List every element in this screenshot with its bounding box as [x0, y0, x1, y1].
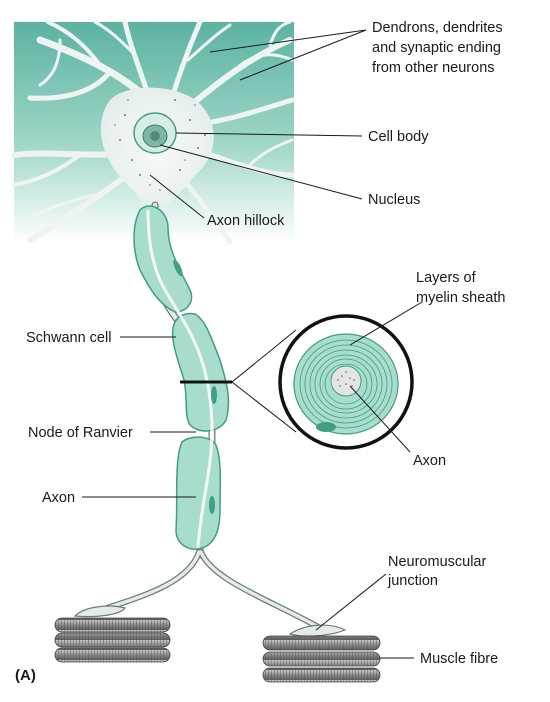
synaptic-endings	[73, 605, 347, 637]
label-node-of-ranvier: Node of Ranvier	[28, 425, 133, 441]
myelin-segments	[133, 205, 230, 550]
cytoplasm-speckles	[114, 99, 206, 191]
label-dendrons-2: and synaptic ending	[372, 40, 501, 56]
panel-label: (A)	[15, 667, 36, 684]
label-schwann-cell: Schwann cell	[26, 330, 111, 346]
label-muscle-fibre: Muscle fibre	[420, 651, 498, 667]
label-dendrons-3: from other neurons	[372, 60, 495, 76]
schwann-nucleus	[211, 386, 217, 404]
label-nmj-2: junction	[387, 573, 438, 589]
schwann-nucleus	[209, 496, 215, 514]
label-cell-body: Cell body	[368, 129, 429, 145]
leader-lines	[82, 29, 423, 659]
nucleolus	[150, 131, 160, 141]
muscle-fibre-right	[262, 635, 381, 683]
schwann-segment-2	[171, 312, 230, 432]
label-nmj-1: Neuromuscular	[388, 554, 486, 570]
myelin-cross-section	[278, 314, 414, 450]
label-nucleus: Nucleus	[368, 192, 420, 208]
label-axon: Axon	[42, 490, 75, 506]
label-myelin-1: Layers of	[416, 270, 477, 286]
label-axon-inset: Axon	[413, 453, 446, 469]
label-myelin-2: myelin sheath	[416, 290, 505, 306]
schwann-nucleus	[173, 259, 183, 277]
muscle-fibre-left	[54, 617, 171, 663]
label-axon-hillock: Axon hillock	[207, 213, 285, 229]
label-dendrons-1: Dendrons, dendrites	[372, 20, 503, 36]
